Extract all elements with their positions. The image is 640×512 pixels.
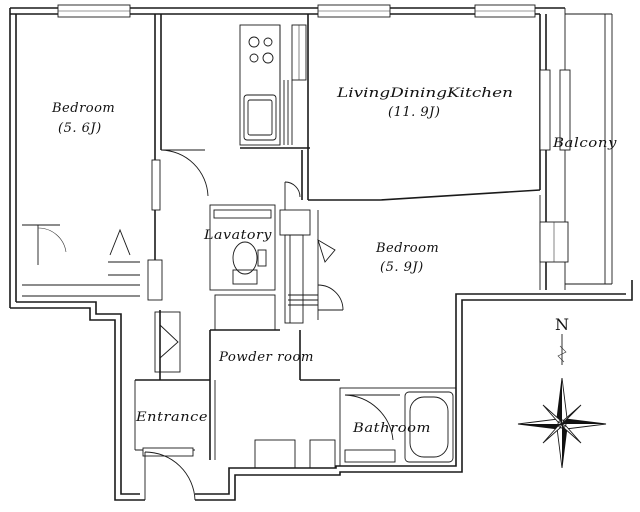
kitchen (239, 24, 310, 149)
bedroom-1-size: (5. 6J) (58, 121, 102, 136)
balcony-name: Balcony (552, 136, 617, 151)
bedroom-2-name: Bedroom (375, 241, 439, 256)
entrance-name: Entrance (135, 410, 208, 425)
lavatory-name: Lavatory (203, 228, 272, 243)
top-windows (57, 4, 536, 18)
bathroom (339, 387, 457, 467)
bedroom-2-size: (5. 9J) (380, 260, 424, 275)
powder-entrance (134, 294, 340, 501)
door-bedroom1 (151, 149, 209, 211)
ldk-name: LivingDiningKitchen (336, 86, 513, 101)
bedroom-1-name: Bedroom (51, 101, 115, 116)
bathroom-name: Bathroom (352, 421, 431, 436)
powder-room-name: Powder room (218, 350, 314, 365)
ldk-size: (11. 9J) (388, 105, 440, 120)
interior-walls (301, 14, 571, 290)
bedroom-1-walls (22, 14, 163, 301)
compass (517, 334, 607, 469)
lavatory (209, 181, 344, 324)
compass-north-label: N (555, 315, 569, 334)
